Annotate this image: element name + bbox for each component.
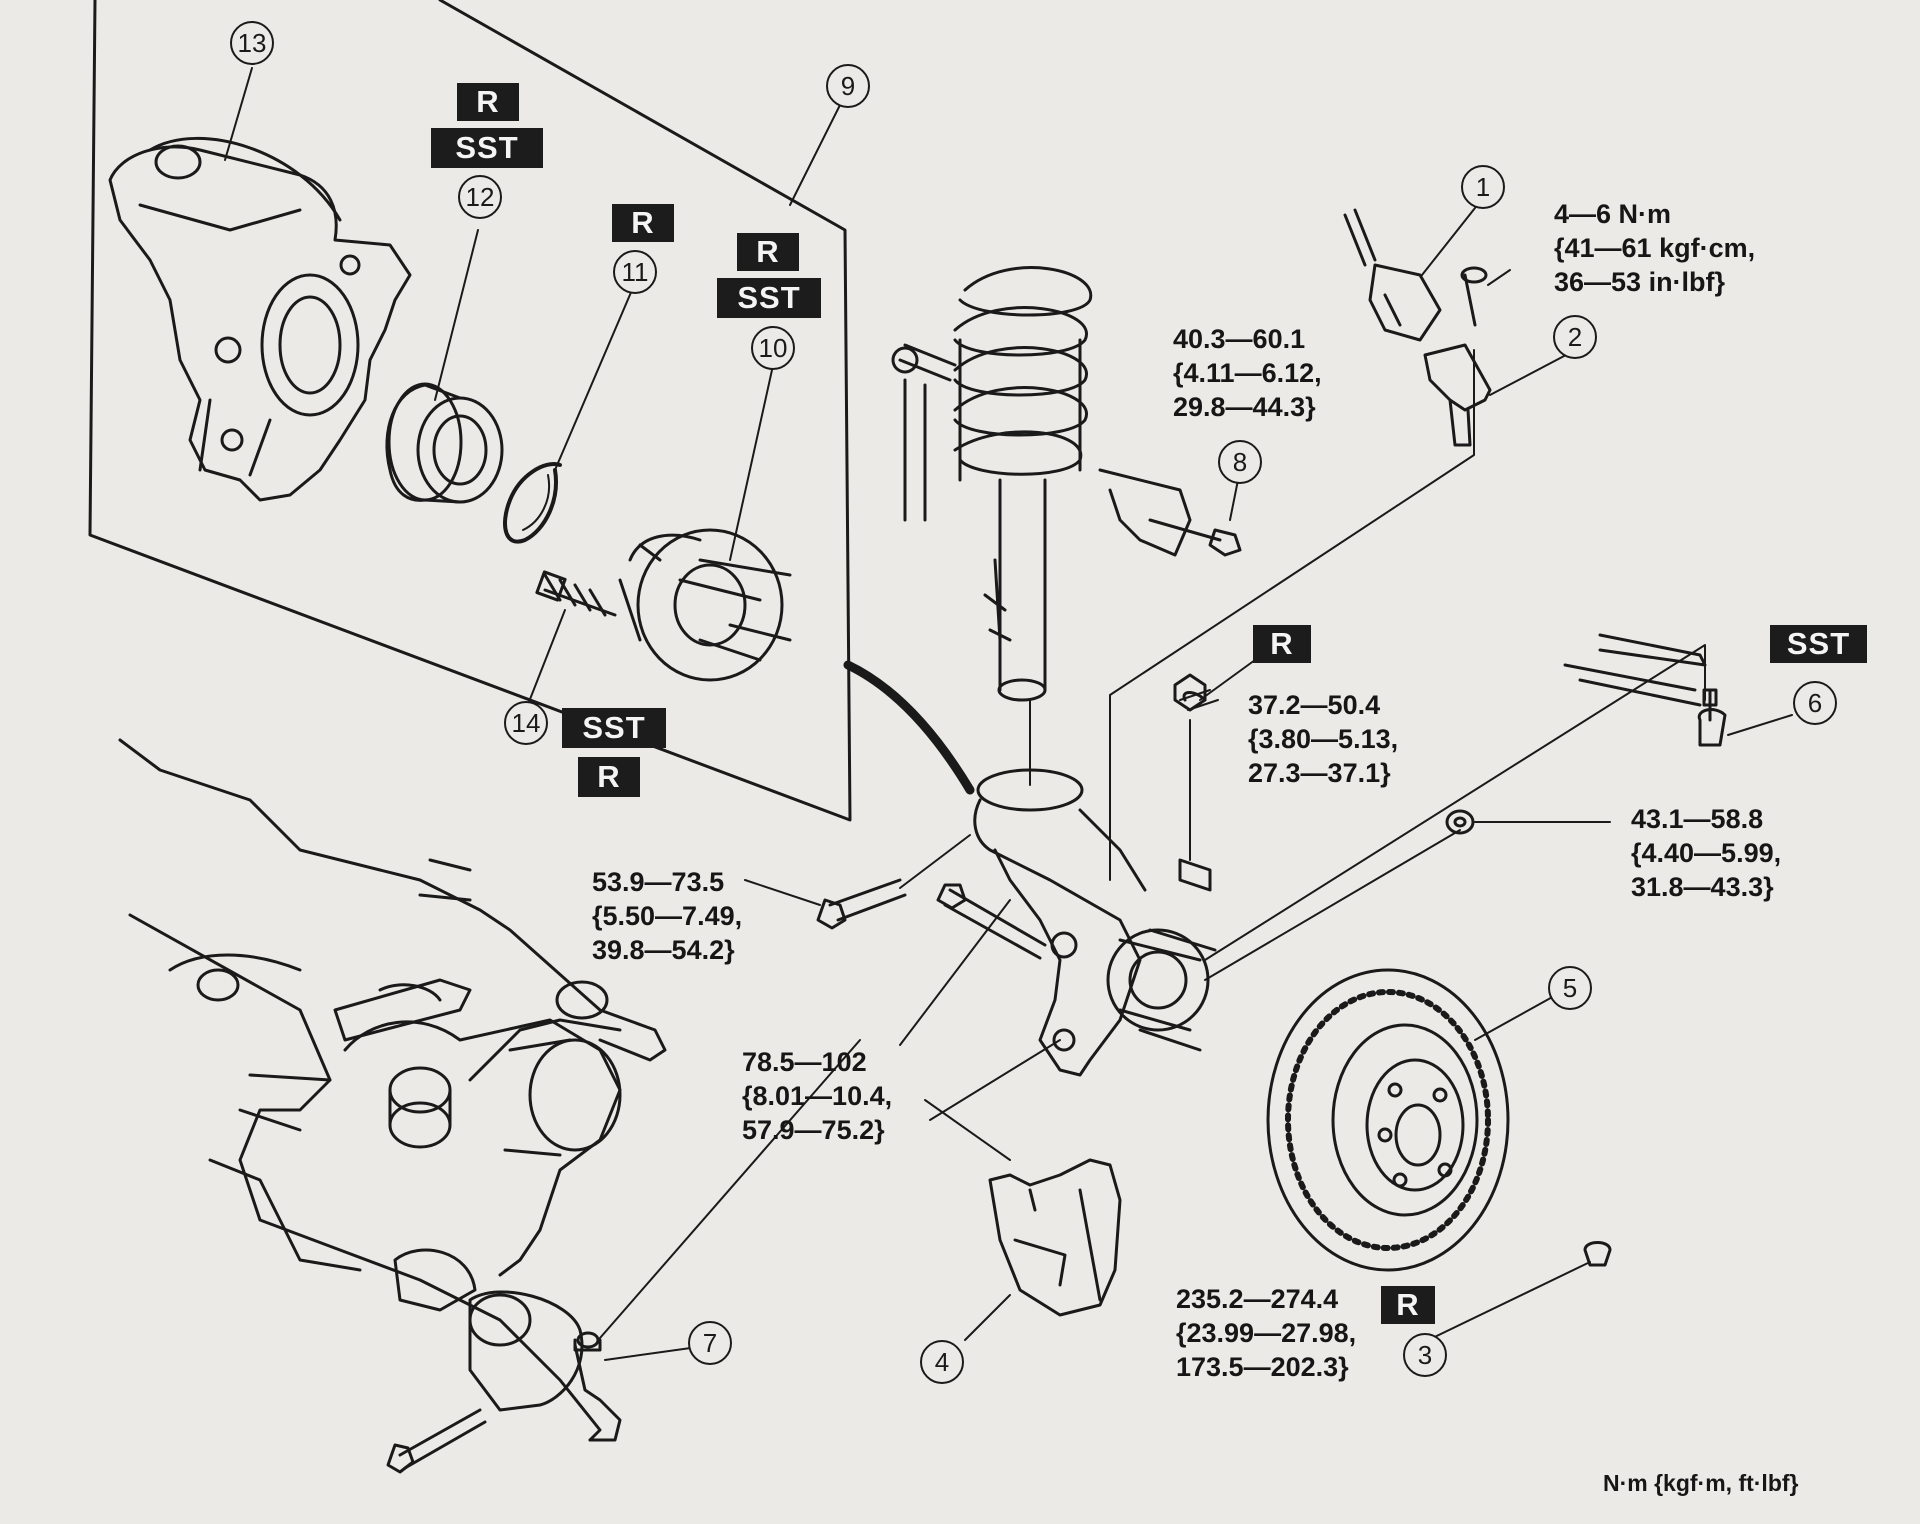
steering-knuckle-part bbox=[973, 768, 1217, 1077]
bearing-part bbox=[385, 382, 504, 504]
tag-r-cotter: R bbox=[1253, 625, 1311, 663]
leader-lines bbox=[224, 67, 1793, 1361]
callout-5: 5 bbox=[1548, 966, 1592, 1010]
callout-9: 9 bbox=[826, 64, 870, 108]
torque-spec-caliper-bolt: 78.5—102 {8.01—10.4, 57.9—75.2} bbox=[742, 1047, 893, 1145]
guide-line-stud-nut bbox=[1204, 829, 1461, 981]
tag-sst-14: SST bbox=[562, 708, 666, 748]
callout-3: 3 bbox=[1403, 1333, 1447, 1377]
torque-leaders bbox=[744, 879, 1011, 1046]
crossmember-part bbox=[208, 858, 622, 1272]
tag-sst-12: SST bbox=[431, 128, 543, 168]
inset-panel-outline bbox=[88, 0, 852, 822]
callout-10: 10 bbox=[751, 326, 795, 370]
units-legend: N·m {kgf·m, ft·lbf} bbox=[1603, 1470, 1799, 1496]
callout-12: 12 bbox=[458, 175, 502, 219]
bracket-part bbox=[1098, 468, 1242, 557]
callout-6: 6 bbox=[1793, 681, 1837, 725]
tag-sst-10: SST bbox=[717, 278, 821, 318]
stabilizer-link-part bbox=[891, 343, 957, 522]
upper-bolt-part bbox=[816, 834, 971, 930]
callout-8: 8 bbox=[1218, 440, 1262, 484]
torque-spec-tie-rod-nut: 43.1—58.8 {4.40—5.99, 31.8—43.3} bbox=[1631, 804, 1782, 902]
inset-knuckle-part bbox=[108, 136, 412, 502]
callout-7: 7 bbox=[688, 1321, 732, 1365]
torque-spec-upper-bolt: 53.9—73.5 {5.50—7.49, 39.8—54.2} bbox=[592, 867, 743, 965]
callout-11: 11 bbox=[613, 250, 657, 294]
hub-bolt-part bbox=[535, 570, 617, 617]
callout-14: 14 bbox=[504, 701, 548, 745]
tag-r-3: R bbox=[1381, 1286, 1435, 1324]
torque-spec-knuckle-nut: 37.2—50.4 {3.80—5.13, 27.3—37.1} bbox=[1248, 690, 1399, 788]
torque-spec-3: 235.2—274.4 {23.99—27.98, 173.5—202.3} bbox=[1176, 1284, 1357, 1382]
callout-2: 2 bbox=[1553, 315, 1597, 359]
guide-line-tie-rod bbox=[1204, 644, 1706, 961]
knuckle-nut-stud bbox=[1173, 673, 1212, 892]
snap-ring-part bbox=[503, 462, 562, 544]
inset-pointer-arrow bbox=[843, 660, 975, 795]
tag-sst-6: SST bbox=[1770, 625, 1867, 663]
callout-1: 1 bbox=[1461, 165, 1505, 209]
cotter-pin-part bbox=[1179, 689, 1219, 711]
tie-rod-nut-part bbox=[1445, 809, 1611, 835]
torque-spec-8: 40.3—60.1 {4.11—6.12, 29.8—44.3} bbox=[1173, 324, 1322, 422]
lower-arm-bolt-part bbox=[386, 1408, 487, 1474]
tag-r-10: R bbox=[737, 233, 799, 271]
abs-sensor-part bbox=[1109, 266, 1492, 881]
tie-rod-part bbox=[1563, 633, 1727, 747]
wheel-hub-part bbox=[618, 528, 792, 682]
lower-arm-part bbox=[118, 738, 1061, 1442]
sensor-connector-part bbox=[1343, 208, 1442, 342]
callout-13: 13 bbox=[230, 21, 274, 65]
tag-r-14: R bbox=[578, 757, 640, 797]
brake-caliper-part bbox=[988, 1158, 1122, 1317]
caliper-bolt-part bbox=[936, 883, 1047, 960]
strut-spring-part bbox=[953, 266, 1093, 786]
callout-4: 4 bbox=[920, 1340, 964, 1384]
brake-disc-part bbox=[1266, 968, 1612, 1272]
torque-spec-1: 4—6 N·m {41—61 kgf·cm, 36—53 in·lbf} bbox=[1554, 199, 1756, 297]
tag-r-12: R bbox=[457, 83, 519, 121]
tag-r-11: R bbox=[612, 204, 674, 242]
